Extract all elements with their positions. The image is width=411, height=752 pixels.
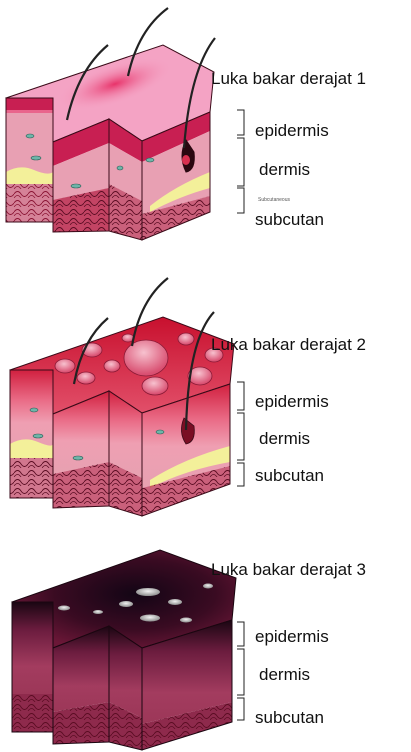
cross-section-left-1 [6, 98, 53, 222]
panel-degree-3: Luka bakar derajat 3 epidermis dermis su… [12, 550, 366, 750]
layer-label-dermis: dermis [259, 665, 310, 684]
cross-section-front-1 [109, 119, 142, 240]
panel-title: Luka bakar derajat 3 [211, 560, 366, 579]
layer-label-subcutan: subcutan [255, 708, 324, 727]
cross-section-front-2 [109, 391, 142, 516]
cross-section-front-3 [109, 626, 142, 750]
panel-degree-1: Luka bakar derajat 1 epidermis dermis Su… [6, 8, 366, 240]
layer-brackets-2 [237, 382, 244, 486]
skin-block-3 [12, 550, 236, 750]
skin-block-2 [10, 317, 234, 516]
panel-title: Luka bakar derajat 2 [211, 335, 366, 354]
skin-block-1 [6, 45, 214, 240]
faint-label: Subcutaneous [258, 197, 290, 203]
layer-label-subcutan: subcutan [255, 210, 324, 229]
cross-section-left-2 [10, 370, 53, 498]
panel-degree-2: Luka bakar derajat 2 epidermis dermis su… [10, 278, 366, 516]
layer-label-epidermis: epidermis [255, 392, 329, 411]
cross-section-left-3 [12, 602, 53, 732]
layer-brackets-1 [237, 110, 244, 213]
layer-brackets-3 [237, 622, 244, 720]
panel-title: Luka bakar derajat 1 [211, 69, 366, 88]
layer-label-dermis: dermis [259, 160, 310, 179]
layer-label-subcutan: subcutan [255, 466, 324, 485]
layer-label-dermis: dermis [259, 429, 310, 448]
layer-label-epidermis: epidermis [255, 121, 329, 140]
layer-label-epidermis: epidermis [255, 627, 329, 646]
